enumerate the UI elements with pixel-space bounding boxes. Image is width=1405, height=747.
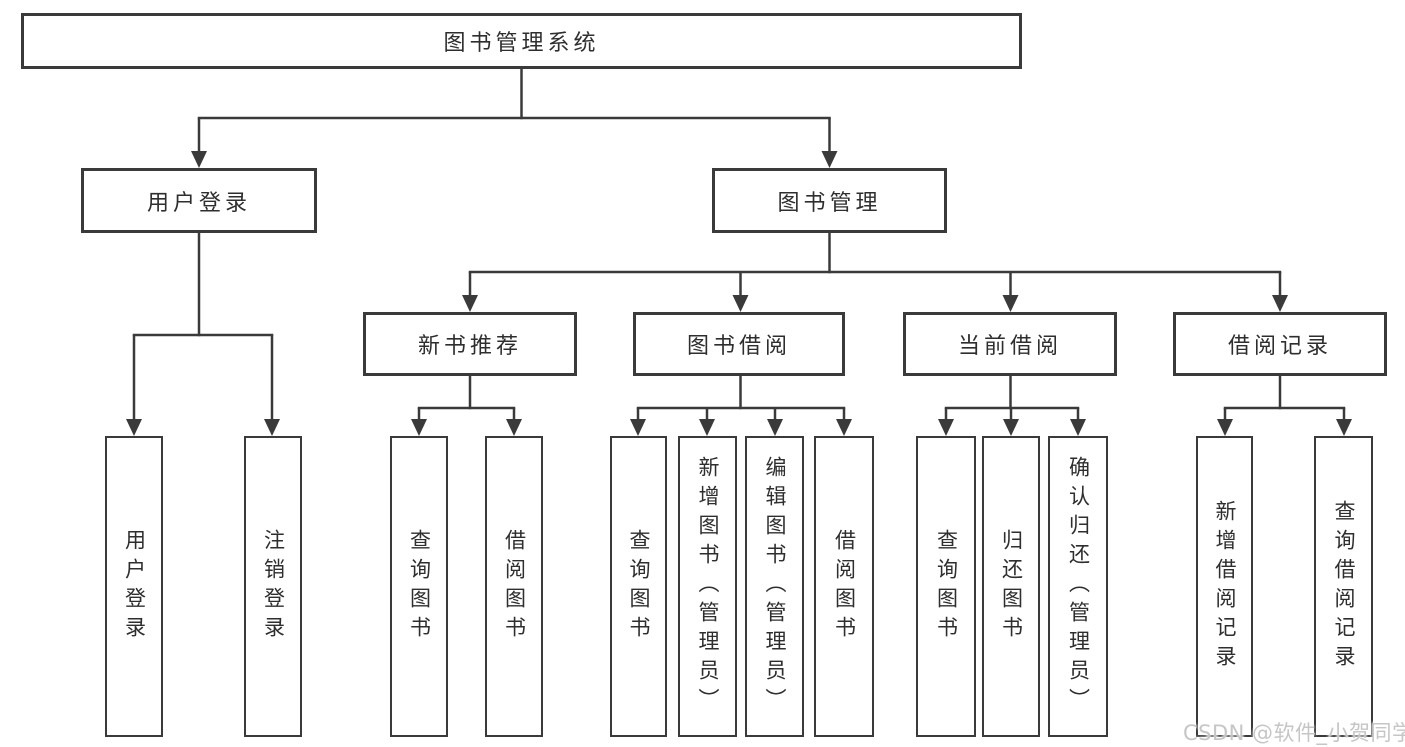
connector-borrow-record-children bbox=[1217, 376, 1352, 436]
arrowhead-icon bbox=[126, 419, 142, 436]
node-leaf-edit-book: 编辑图书（管理员） bbox=[745, 436, 804, 737]
node-book-borrow-label: 图书借阅 bbox=[686, 334, 791, 359]
node-leaf-confirm-return: 确认归还（管理员） bbox=[1048, 436, 1108, 737]
arrowhead-icon bbox=[264, 419, 280, 436]
arrowhead-icon bbox=[462, 295, 478, 312]
arrowhead-icon bbox=[767, 419, 783, 436]
arrowhead-icon bbox=[191, 151, 207, 168]
node-leaf-user-login-label: 用户登录 bbox=[122, 528, 147, 645]
arrowhead-icon bbox=[411, 419, 427, 436]
node-leaf-query-book-2: 查询图书 bbox=[610, 436, 667, 737]
arrowhead-icon bbox=[1070, 419, 1086, 436]
node-leaf-add-book-label: 新增图书（管理员） bbox=[696, 456, 720, 717]
arrowhead-icon bbox=[699, 419, 715, 436]
node-leaf-borrow-book-1-label: 借阅图书 bbox=[502, 528, 527, 645]
node-user-login: 用户登录 bbox=[81, 168, 317, 233]
node-leaf-query-book-2-label: 查询图书 bbox=[627, 528, 651, 645]
node-leaf-query-book-1: 查询图书 bbox=[390, 436, 448, 737]
node-leaf-logout: 注销登录 bbox=[244, 436, 302, 737]
node-leaf-query-record-label: 查询借阅记录 bbox=[1332, 499, 1356, 674]
node-new-book-rec-label: 新书推荐 bbox=[417, 334, 522, 359]
node-current-borrow: 当前借阅 bbox=[903, 312, 1117, 376]
node-leaf-query-book-1-label: 查询图书 bbox=[407, 528, 432, 645]
node-leaf-confirm-return-label: 确认归还（管理员） bbox=[1066, 456, 1091, 717]
node-borrow-record: 借阅记录 bbox=[1173, 312, 1387, 376]
connector-user-login-children bbox=[126, 233, 280, 436]
connector-book-mgmt-children bbox=[462, 233, 1288, 312]
arrowhead-icon bbox=[938, 419, 954, 436]
arrowhead-icon bbox=[1217, 419, 1233, 436]
connector-book-borrow-children bbox=[630, 376, 852, 436]
node-leaf-add-record: 新增借阅记录 bbox=[1196, 436, 1253, 737]
node-root: 图书管理系统 bbox=[21, 13, 1022, 69]
node-leaf-borrow-book-2-label: 借阅图书 bbox=[832, 528, 857, 645]
node-borrow-record-label: 借阅记录 bbox=[1227, 334, 1332, 359]
connector-new-book-rec-children bbox=[411, 376, 522, 436]
node-root-label: 图书管理系统 bbox=[443, 31, 600, 56]
node-leaf-return-book: 归还图书 bbox=[982, 436, 1040, 737]
node-leaf-logout-label: 注销登录 bbox=[261, 528, 286, 645]
node-new-book-rec: 新书推荐 bbox=[363, 312, 577, 376]
arrowhead-icon bbox=[630, 419, 646, 436]
arrowhead-icon bbox=[1002, 295, 1019, 312]
arrowhead-icon bbox=[732, 295, 749, 312]
node-leaf-return-book-label: 归还图书 bbox=[999, 528, 1024, 645]
node-current-borrow-label: 当前借阅 bbox=[957, 334, 1062, 359]
node-user-login-label: 用户登录 bbox=[146, 190, 251, 216]
node-leaf-edit-book-label: 编辑图书（管理员） bbox=[763, 456, 787, 717]
connector-root-children bbox=[191, 69, 838, 168]
arrowhead-icon bbox=[506, 419, 522, 436]
node-book-mgmt-label: 图书管理 bbox=[777, 190, 882, 216]
connector-current-borrow-children bbox=[938, 376, 1086, 436]
node-leaf-query-book-3-label: 查询图书 bbox=[934, 528, 959, 645]
node-book-mgmt: 图书管理 bbox=[712, 168, 947, 233]
arrowhead-icon bbox=[1003, 419, 1019, 436]
node-book-borrow: 图书借阅 bbox=[633, 312, 845, 376]
node-leaf-query-record: 查询借阅记录 bbox=[1314, 436, 1373, 737]
node-leaf-borrow-book-1: 借阅图书 bbox=[485, 436, 543, 737]
csdn-watermark: CSDN @软件_小贺同学 bbox=[1183, 721, 1405, 745]
arrowhead-icon bbox=[836, 419, 852, 436]
arrowhead-icon bbox=[1272, 295, 1288, 312]
arrowhead-icon bbox=[821, 151, 838, 168]
arrowhead-icon bbox=[1336, 419, 1352, 436]
node-leaf-add-record-label: 新增借阅记录 bbox=[1213, 499, 1237, 674]
node-leaf-query-book-3: 查询图书 bbox=[916, 436, 976, 737]
node-leaf-user-login: 用户登录 bbox=[105, 436, 163, 737]
node-leaf-add-book: 新增图书（管理员） bbox=[678, 436, 737, 737]
node-leaf-borrow-book-2: 借阅图书 bbox=[814, 436, 874, 737]
